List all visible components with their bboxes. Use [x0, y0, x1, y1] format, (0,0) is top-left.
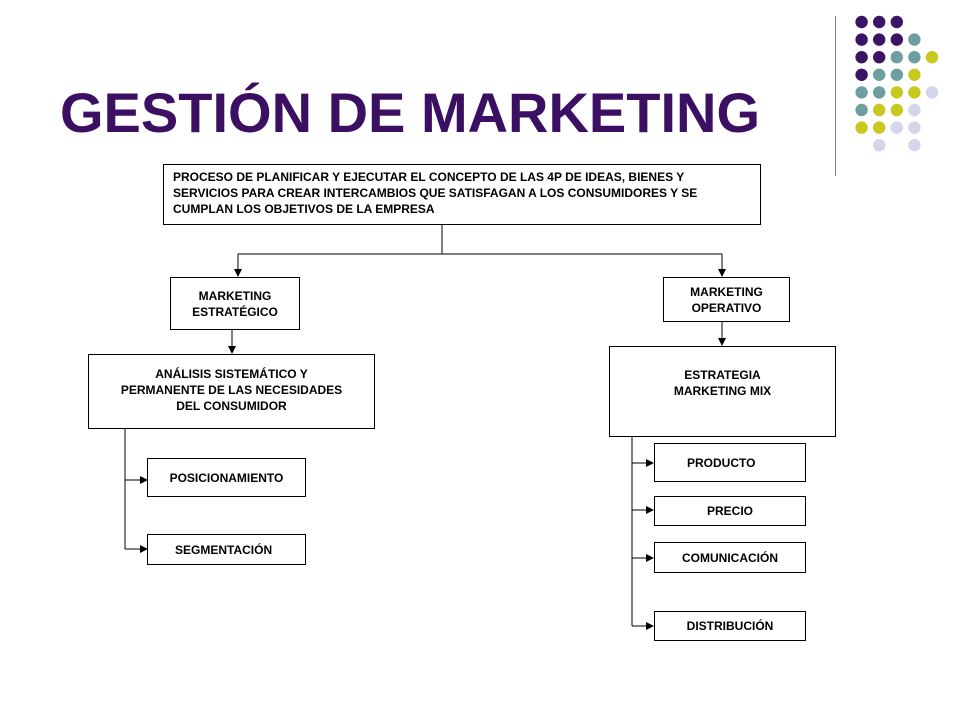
- strategic-line-2: ESTRATÉGICO: [192, 304, 278, 319]
- analysis-line-2: PERMANENTE DE LAS NECESIDADES: [120, 383, 343, 397]
- decorative-dot: [890, 86, 903, 99]
- analysis-line-1: ANÁLISIS SISTEMÁTICO Y: [155, 367, 308, 381]
- decorative-dot: [855, 15, 868, 29]
- product-label: PRODUCTO: [687, 455, 756, 470]
- decorative-dot: [873, 15, 886, 29]
- distribution-box: DISTRIBUCIÓN: [654, 611, 806, 641]
- decorative-dot: [890, 33, 903, 46]
- price-box: PRECIO: [654, 496, 806, 526]
- strategy-line-2: MARKETING MIX: [673, 384, 772, 398]
- definition-text: PROCESO DE PLANIFICAR Y EJECUTAR EL CONC…: [173, 170, 698, 216]
- decorative-dot: [855, 33, 868, 46]
- strategy-line-1: ESTRATEGIA: [684, 368, 761, 382]
- decorative-dot: [873, 51, 886, 64]
- positioning-label: POSICIONAMIENTO: [169, 470, 284, 485]
- operative-line-1: MARKETING: [690, 284, 763, 299]
- decorative-dot: [925, 86, 939, 99]
- analysis-box: ANÁLISIS SISTEMÁTICO Y PERMANENTE DE LAS…: [88, 354, 375, 429]
- operative-marketing-box: MARKETING OPERATIVO: [663, 277, 790, 322]
- decorative-dot: [908, 68, 921, 82]
- decorative-dot: [890, 68, 903, 82]
- decorative-divider: [835, 16, 836, 176]
- decorative-dot: [855, 86, 868, 99]
- price-label: PRECIO: [706, 504, 753, 518]
- decorative-dot: [873, 121, 886, 134]
- decorative-dot: [873, 139, 886, 152]
- communication-label: COMUNICACIÓN: [682, 550, 778, 565]
- decorative-dot: [873, 103, 886, 117]
- decorative-dot: [890, 51, 903, 64]
- segmentation-label: SEGMENTACIÓN: [175, 542, 273, 557]
- decorative-dot: [873, 68, 886, 82]
- definition-box: PROCESO DE PLANIFICAR Y EJECUTAR EL CONC…: [163, 164, 761, 225]
- communication-box: COMUNICACIÓN: [654, 542, 806, 573]
- decorative-dot: [873, 86, 886, 99]
- decorative-dot: [855, 51, 868, 64]
- distribution-label: DISTRIBUCIÓN: [686, 619, 774, 633]
- decorative-dot: [890, 15, 903, 29]
- segmentation-box: SEGMENTACIÓN: [147, 534, 306, 565]
- decorative-dot: [908, 139, 921, 152]
- strategic-line-1: MARKETING: [198, 288, 272, 303]
- decorative-dot: [873, 33, 886, 46]
- page-title: GESTIÓN DE MARKETING: [60, 81, 761, 144]
- operative-line-2: OPERATIVO: [691, 300, 762, 315]
- strategic-marketing-box: MARKETING ESTRATÉGICO: [170, 277, 300, 330]
- decorative-dot: [855, 103, 868, 117]
- decorative-dot: [908, 86, 921, 99]
- decorative-dot: [890, 121, 903, 134]
- positioning-box: POSICIONAMIENTO: [147, 458, 306, 497]
- product-box: PRODUCTO: [654, 443, 806, 482]
- decorative-dot: [855, 68, 868, 82]
- decorative-dot: [908, 103, 921, 117]
- decorative-dot: [855, 121, 868, 134]
- decorative-dot: [908, 121, 921, 134]
- analysis-line-3: DEL CONSUMIDOR: [176, 399, 287, 413]
- decorative-dot: [908, 33, 921, 46]
- strategy-mix-box: ESTRATEGIA MARKETING MIX: [609, 346, 836, 437]
- decorative-dot: [925, 51, 939, 64]
- decorative-dot: [908, 51, 921, 64]
- decorative-dot: [890, 103, 903, 117]
